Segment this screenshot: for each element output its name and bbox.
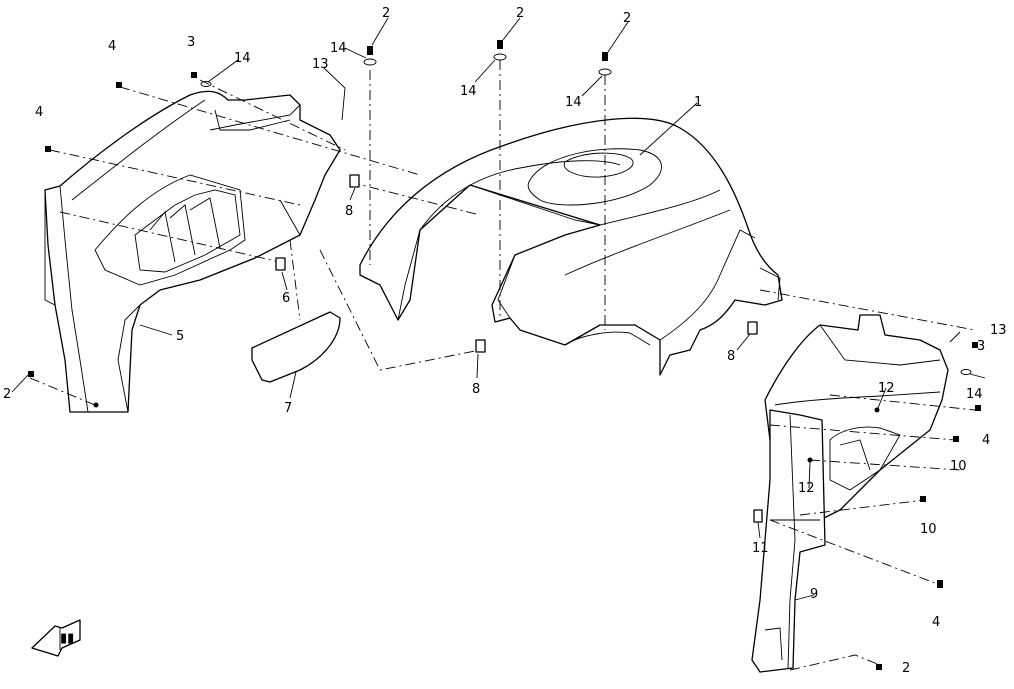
callout-2: 2	[623, 11, 631, 26]
clip-nut-icon	[747, 321, 758, 335]
part-9-right-lower-panel	[751, 409, 826, 673]
nut-icon	[920, 496, 926, 502]
bolt-icon	[975, 405, 981, 411]
callout-2: 2	[3, 387, 11, 402]
callout-3: 3	[187, 35, 195, 50]
callout-14: 14	[234, 51, 251, 66]
clip-nut-icon	[349, 174, 360, 188]
callout-2: 2	[382, 6, 390, 21]
washer-icon	[363, 58, 377, 66]
fastener-point-icon	[93, 402, 99, 408]
callout-7: 7	[284, 401, 292, 416]
washer-icon	[200, 81, 212, 87]
callout-13: 13	[990, 323, 1007, 338]
callout-11: 11	[752, 541, 769, 556]
callout-10: 10	[950, 459, 967, 474]
clip-nut-icon	[275, 257, 286, 271]
callout-8: 8	[727, 349, 735, 364]
leader-lines	[11, 17, 986, 601]
callout-8: 8	[345, 204, 353, 219]
callout-14: 14	[460, 84, 477, 99]
bolt-icon	[367, 46, 373, 55]
bolt-icon	[45, 146, 51, 152]
direction-arrow-icon: ▮▮	[31, 619, 81, 657]
callout-14: 14	[330, 41, 347, 56]
callout-3: 3	[977, 339, 985, 354]
callout-4: 4	[108, 39, 116, 54]
callout-6: 6	[282, 291, 290, 306]
bolt-icon	[497, 40, 503, 49]
part-7-trim-plate	[251, 311, 341, 383]
clip-nut-icon	[475, 339, 486, 353]
bolt-icon	[28, 371, 34, 377]
fastener-point-icon	[874, 407, 880, 413]
callout-5: 5	[176, 329, 184, 344]
clip-nut-icon	[753, 509, 763, 523]
washer-icon	[493, 53, 507, 61]
callout-2: 2	[516, 6, 524, 21]
callout-4: 4	[932, 615, 940, 630]
part-5-left-side-panel	[44, 90, 341, 413]
callout-4: 4	[35, 105, 43, 120]
bolt-icon	[602, 52, 608, 61]
callout-1: 1	[694, 95, 702, 110]
callout-9: 9	[810, 587, 818, 602]
arrow-glyph: ▮▮	[60, 631, 74, 646]
callout-13: 13	[312, 57, 329, 72]
washer-icon	[598, 68, 612, 76]
assembly-centerlines	[29, 60, 976, 671]
callout-12: 12	[878, 381, 895, 396]
callout-2: 2	[902, 661, 910, 676]
bolt-icon	[972, 342, 978, 348]
washer-icon	[960, 369, 972, 375]
bolt-icon	[937, 580, 943, 588]
fasteners	[28, 40, 981, 670]
callout-8: 8	[472, 382, 480, 397]
bolt-icon	[116, 82, 122, 88]
callout-14: 14	[565, 95, 582, 110]
part-1-center-body-panel	[359, 117, 783, 376]
nut-icon	[953, 436, 959, 442]
callout-4: 4	[982, 433, 990, 448]
bolt-icon	[191, 72, 197, 78]
callout-14: 14	[966, 387, 983, 402]
callout-10: 10	[920, 522, 937, 537]
bolt-icon	[876, 664, 882, 670]
fastener-point-icon	[807, 457, 813, 463]
callouts: 1 2 2 2 2 2 3 3 4 4 4 4 5 6 7 8 8 8 9 10…	[3, 6, 1007, 676]
callout-12: 12	[798, 481, 815, 496]
